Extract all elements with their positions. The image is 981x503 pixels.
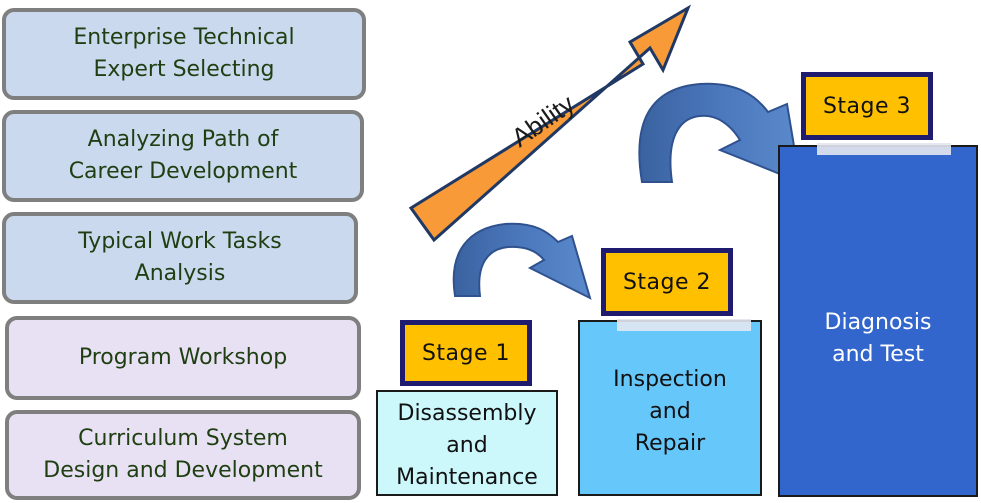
process-step-1: Enterprise Technical Expert Selecting xyxy=(2,8,366,100)
stage-2-block: Inspection and Repair xyxy=(578,320,762,496)
process-step-3: Typical Work Tasks Analysis xyxy=(2,212,358,304)
stage-2-highlight xyxy=(617,319,751,331)
process-step-4: Program Workshop xyxy=(5,316,361,400)
stage-2-label: Stage 2 xyxy=(601,248,733,316)
process-step-2: Analyzing Path of Career Development xyxy=(2,110,364,202)
stage-3-block: Diagnosis and Test xyxy=(778,145,978,497)
stage-1-label: Stage 1 xyxy=(400,320,532,386)
stage-3-label: Stage 3 xyxy=(801,72,933,140)
stage-3-highlight xyxy=(817,143,951,155)
stage-1-block: Disassembly and Maintenance xyxy=(376,390,558,496)
curved-arrow-stage-2-to-3 xyxy=(638,82,802,184)
process-step-5: Curriculum System Design and Development xyxy=(5,410,361,500)
curved-arrow-stage-1-to-2 xyxy=(452,222,592,300)
ability-arrow xyxy=(408,4,692,243)
